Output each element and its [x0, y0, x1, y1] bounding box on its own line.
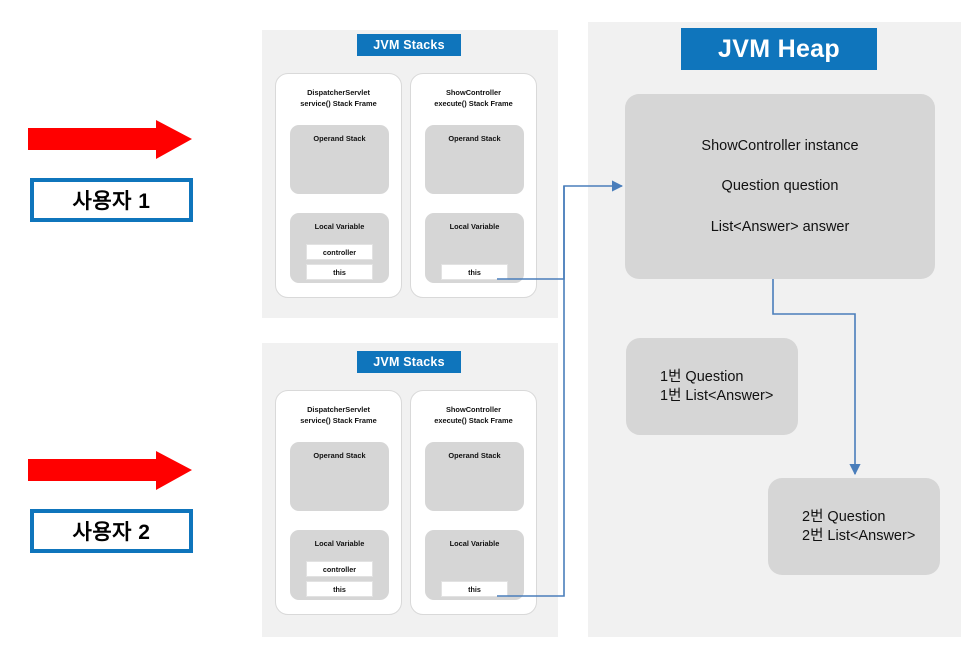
- jvm-stacks-title-1: JVM Stacks: [357, 34, 461, 56]
- red-right-arrow-user-2: [28, 449, 193, 493]
- operand-stack-2a: Operand Stack: [290, 442, 389, 511]
- red-right-arrow-user-1: [28, 118, 193, 162]
- frame-title-2a: DispatcherServlet service() Stack Frame: [300, 405, 377, 425]
- heap-object-box-2: 2번 Question 2번 List<Answer>: [768, 478, 940, 575]
- stack-frame-dispatcherservlet-2: DispatcherServlet service() Stack Frame …: [275, 390, 402, 615]
- heap-object-1-line-1: 1번 Question: [660, 369, 744, 385]
- operand-stack-1a: Operand Stack: [290, 125, 389, 194]
- frame-title-1a: DispatcherServlet service() Stack Frame: [300, 88, 377, 108]
- heap-instance-line-3: List<Answer> answer: [710, 218, 850, 235]
- user-label-1-text: 사용자 1: [72, 190, 151, 213]
- local-slot-controller-2a: controller: [306, 561, 373, 577]
- local-slot-this-2a: this: [306, 581, 373, 597]
- jvm-heap-title: JVM Heap: [681, 28, 877, 70]
- heap-object-2-line-1: 2번 Question: [802, 509, 886, 525]
- stack-frame-dispatcherservlet-1: DispatcherServlet service() Stack Frame …: [275, 73, 402, 298]
- user-label-2: 사용자 2: [30, 509, 193, 553]
- user-label-2-text: 사용자 2: [72, 521, 151, 544]
- heap-object-2-line-2: 2번 List<Answer>: [802, 527, 916, 544]
- local-slot-this-1a: this: [306, 264, 373, 280]
- heap-instance-line-1: ShowController instance: [701, 137, 859, 154]
- heap-instance-line-2: Question question: [721, 178, 839, 195]
- user-label-1: 사용자 1: [30, 178, 193, 222]
- stack-frame-showcontroller-1: ShowController execute() Stack Frame Ope…: [410, 73, 537, 298]
- heap-object-box-1: 1번 Question 1번 List<Answer>: [626, 338, 798, 435]
- heap-showcontroller-instance-box: ShowController instance Question questio…: [625, 94, 935, 279]
- operand-stack-2b: Operand Stack: [425, 442, 524, 511]
- heap-object-1-line-2: 1번 List<Answer>: [660, 387, 774, 404]
- jvm-stacks-title-2: JVM Stacks: [357, 351, 461, 373]
- frame-title-1b: ShowController execute() Stack Frame: [434, 88, 513, 108]
- stack-frame-showcontroller-2: ShowController execute() Stack Frame Ope…: [410, 390, 537, 615]
- frame-title-2b: ShowController execute() Stack Frame: [434, 405, 513, 425]
- operand-stack-1b: Operand Stack: [425, 125, 524, 194]
- local-slot-controller-1a: controller: [306, 244, 373, 260]
- local-slot-this-1b: this: [441, 264, 508, 280]
- local-slot-this-2b: this: [441, 581, 508, 597]
